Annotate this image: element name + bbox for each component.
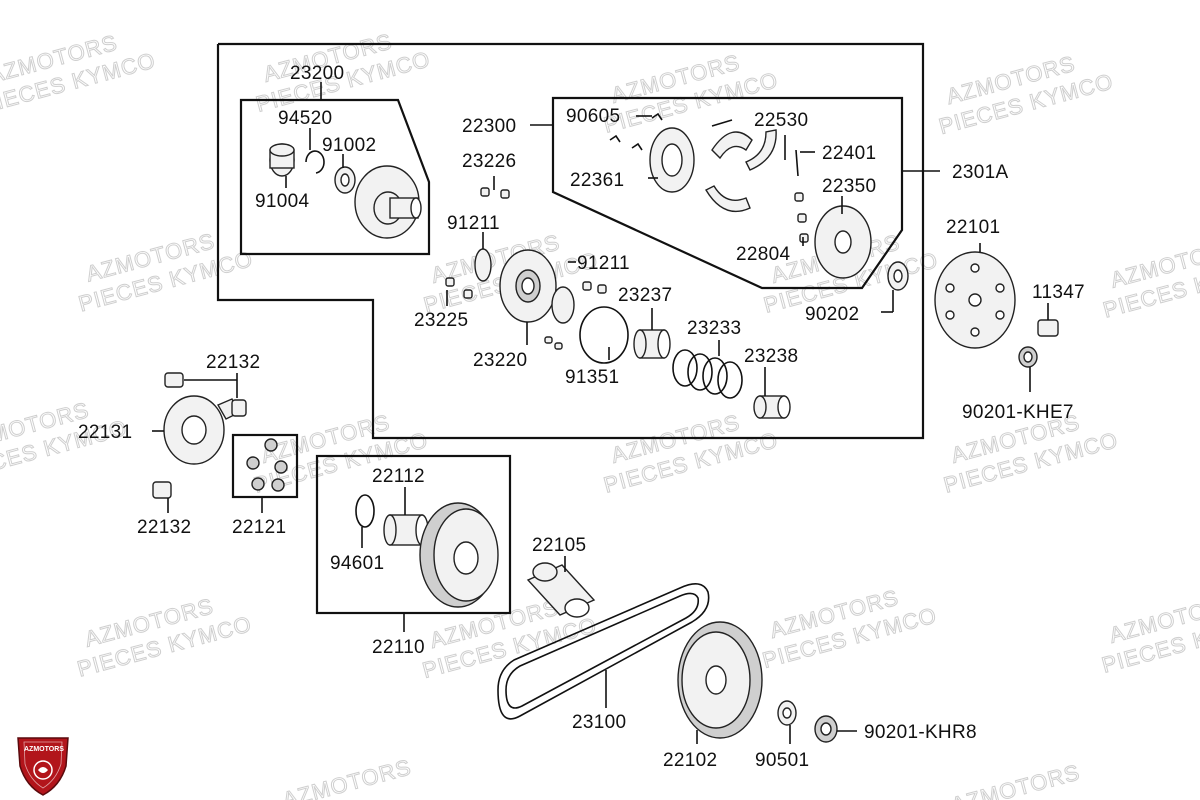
label-22112: 22112 [372,466,425,487]
logo-shield [17,737,69,796]
part-90605-clips [609,112,663,151]
label-22804: 22804 [736,244,790,265]
part-22350-clutch-plate [814,205,872,279]
watermark-line1: AZMOTORS [280,754,414,800]
part-91351-ring [579,306,629,364]
part-22530-shoes [705,119,777,213]
part-23100-belt [497,583,710,720]
label-22361: 22361 [570,170,624,191]
label-90202: 90202 [805,304,859,325]
label-22132-a: 22132 [206,352,260,373]
part-labels: 23200 94520 91002 91004 22300 90605 2253… [78,63,1085,771]
part-22121-rollers [246,438,288,492]
label-22132-b: 22132 [137,517,191,538]
label-94601: 94601 [330,553,384,574]
part-23220-sheave [499,249,557,323]
part-23233-spring [672,349,743,399]
label-22530: 22530 [754,110,808,131]
label-11347: 11347 [1032,282,1085,303]
label-22101: 22101 [946,217,1000,238]
label-90501: 90501 [755,750,809,771]
label-90201-khe7: 90201-KHE7 [962,402,1074,423]
label-23220: 23220 [473,350,527,371]
part-23225-pins [445,277,473,299]
part-94520-clip [305,150,325,174]
watermark-line1: AZMOTORS [949,759,1083,800]
part-pins-small [544,281,607,350]
part-22132-slider-top [164,372,184,388]
part-90501-washer [777,700,797,726]
part-91211-oring [474,248,492,282]
label-90605: 90605 [566,106,620,127]
label-23200: 23200 [290,63,344,84]
label-22300: 22300 [462,116,516,137]
part-91004-sleeve [269,143,295,177]
part-22110-drive-face [419,502,499,608]
part-91211-oring-b [551,286,575,324]
label-22121: 22121 [232,517,286,538]
part-22131-ramp-plate [163,395,239,465]
part-23238-collar [753,395,791,419]
part-90201-khe7-nut [1018,346,1038,368]
label-23225: 23225 [414,310,468,331]
part-23237-collar [633,329,671,359]
label-23100: 23100 [572,712,626,733]
label-22110: 22110 [372,637,425,658]
part-90201-khr8-nut [814,715,838,743]
part-22132-slider-right [231,399,247,417]
part-91002-bearing [334,166,356,194]
part-23226-pin [480,187,510,199]
label-23226: 23226 [462,151,516,172]
part-22361-plate [649,127,695,193]
label-91211-b: 91211 [577,253,630,274]
leader-lines [152,82,1049,744]
label-22401: 22401 [822,143,876,164]
part-11347-collar [1037,319,1059,337]
group-box-2301A [216,42,925,440]
part-90202-nut [887,261,909,291]
part-22132-slider-bottom [152,481,172,499]
group-box-22110 [315,454,512,615]
label-22102: 22102 [663,750,717,771]
label-90201-khr8: 90201-KHR8 [864,722,977,743]
part-22112-bushing [383,514,429,546]
label-22350: 22350 [822,176,876,197]
part-22102-fan-face [677,621,763,739]
logo-text: AZMOTORS [24,746,64,753]
label-23233: 23233 [687,318,741,339]
label-94520: 94520 [278,108,332,129]
azmotors-logo: AZMOTORS [17,737,69,796]
part-22401-spring [795,149,799,177]
label-91351: 91351 [565,367,619,388]
label-91004: 91004 [255,191,309,212]
group-box-23200 [239,98,431,256]
label-91211-a: 91211 [447,213,500,234]
group-box-22300 [551,96,904,290]
part-22804-pins [794,192,809,243]
label-2301A: 2301A [952,162,1008,183]
label-23238: 23238 [744,346,798,367]
label-22131: 22131 [78,422,132,443]
part-94601-oring [355,494,375,528]
label-91002: 91002 [322,135,376,156]
part-23200-pulley [354,165,422,239]
group-box-22121 [231,433,299,499]
part-22105-collar [526,562,596,618]
label-22105: 22105 [532,535,586,556]
label-23237: 23237 [618,285,672,306]
part-22101-clutch-bell [934,251,1016,349]
